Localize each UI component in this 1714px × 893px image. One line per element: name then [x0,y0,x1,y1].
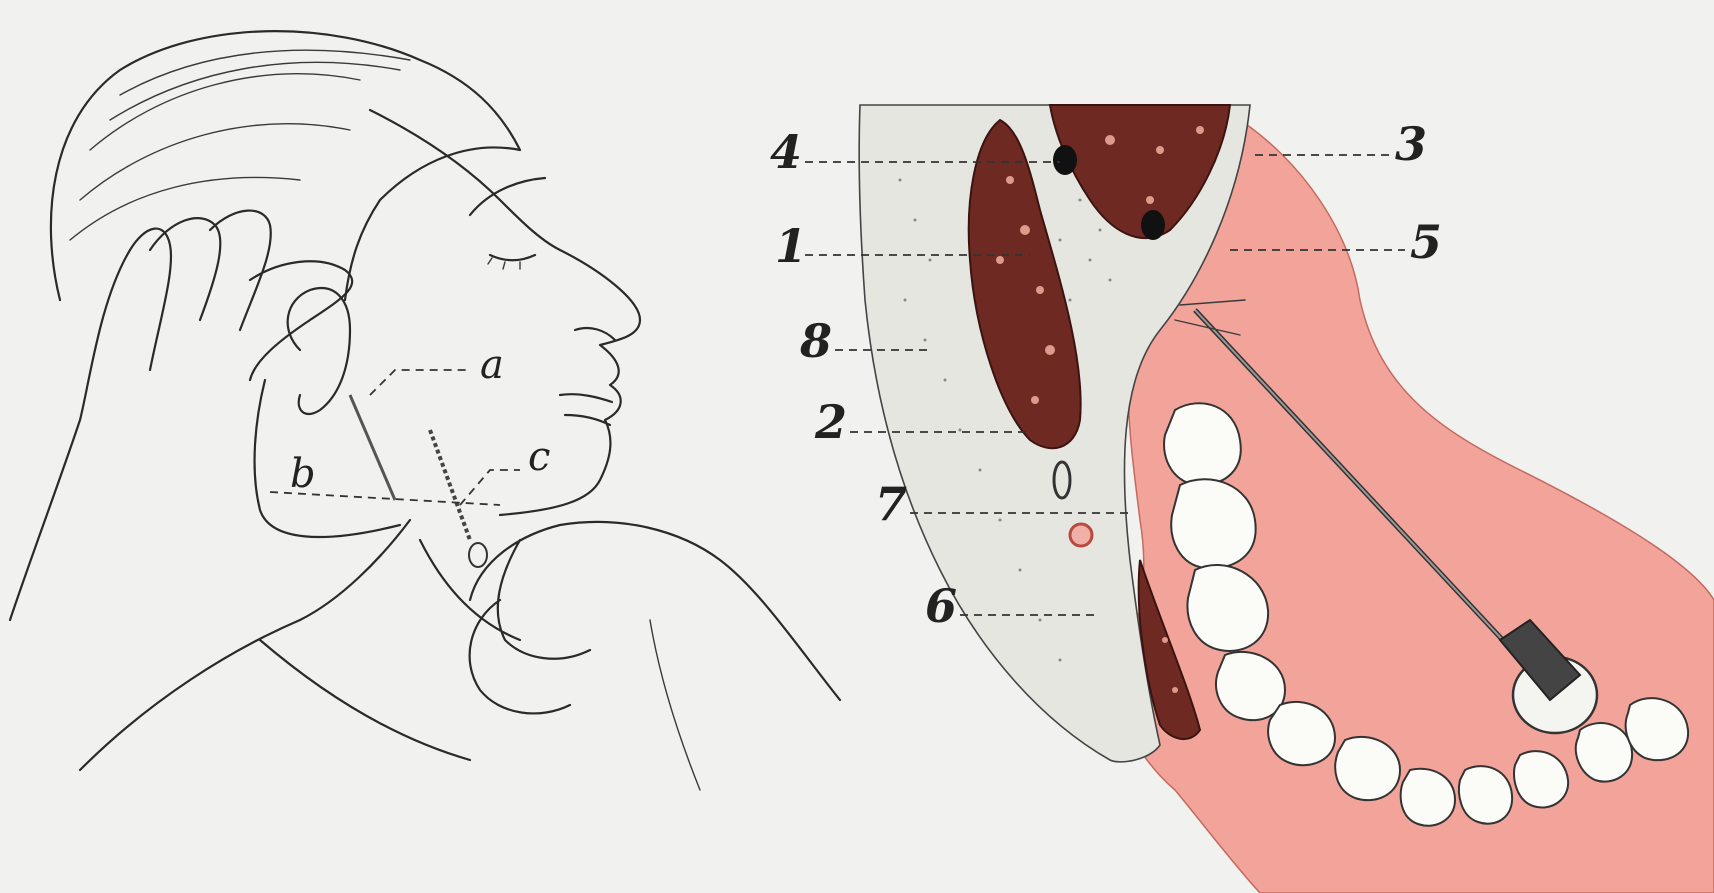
incisor-3 [1459,766,1512,824]
label-a: a [480,342,504,388]
nerve-dot-lower [1141,210,1165,240]
artery-section [1070,524,1092,546]
hair-outline [51,31,520,300]
syringe-tip-ring [469,543,487,567]
injection-line-a [350,395,395,500]
label-b: b [290,451,316,497]
leader-line-c [460,470,520,505]
label-1: 1 [775,219,807,273]
ear [288,288,350,414]
syringe-needle [430,430,470,540]
molar-1 [1164,403,1241,485]
label-6: 6 [925,579,957,633]
label-3-right: 3 [1395,117,1427,171]
injecting-hand [470,522,840,714]
label-c: c [528,434,550,480]
face-profile [370,110,640,515]
canine-right [1576,723,1632,782]
holding-hand [10,211,352,620]
left-panel-head-illustration: a b c [10,31,840,790]
leader-line-a [370,370,470,395]
nerve-dot-upper [1053,145,1077,175]
closed-eye [490,255,535,260]
label-2: 2 [814,395,847,449]
right-panel-jaw-section: 4 1 8 2 7 6 3 5 [770,105,1714,893]
label-5: 5 [1410,215,1442,269]
label-7: 7 [875,477,907,531]
label-4: 4 [770,125,802,179]
sleeve-line [650,620,700,790]
shoulder-collar [80,520,520,770]
label-8-left: 8 [799,314,832,368]
nostril [575,328,615,340]
